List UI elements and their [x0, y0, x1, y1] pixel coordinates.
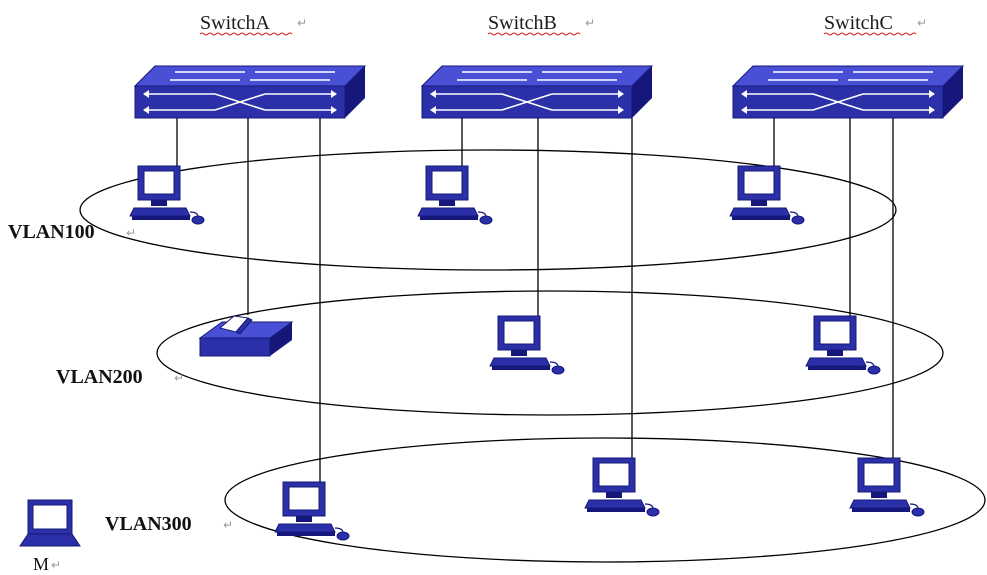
- switchb-label: SwitchB: [488, 12, 557, 34]
- vlan200-label: VLAN200: [56, 366, 143, 388]
- mobile-host-label: M: [33, 554, 49, 574]
- computer-icon: [417, 165, 493, 225]
- switcha-label: SwitchA: [200, 12, 271, 34]
- computer-icon: [849, 457, 925, 517]
- computer-icon: [129, 165, 205, 225]
- switchb-icon: [421, 65, 653, 119]
- vlan100-label: VLAN100: [8, 221, 95, 243]
- vlan100-ellipse: [79, 149, 897, 271]
- computer-icon: [489, 315, 565, 375]
- vlan200-ellipse: [156, 290, 944, 416]
- paragraph-mark-icon: ↵: [223, 518, 233, 532]
- paragraph-mark-icon: ↵: [297, 16, 307, 30]
- computer-icon: [729, 165, 805, 225]
- printer-icon: [199, 315, 293, 357]
- switchc-icon: [732, 65, 964, 119]
- laptop-icon: [19, 499, 81, 547]
- computer-icon: [274, 481, 350, 541]
- paragraph-mark-icon: ↵: [51, 558, 61, 572]
- switcha-icon: [134, 65, 366, 119]
- vlan300-label: VLAN300: [105, 513, 192, 535]
- computer-icon: [584, 457, 660, 517]
- switchc-label: SwitchC: [824, 12, 893, 34]
- paragraph-mark-icon: ↵: [126, 226, 136, 240]
- computer-icon: [805, 315, 881, 375]
- vlan300-ellipse: [224, 437, 986, 563]
- paragraph-mark-icon: ↵: [585, 16, 595, 30]
- paragraph-mark-icon: ↵: [917, 16, 927, 30]
- paragraph-mark-icon: ↵: [174, 371, 184, 385]
- link-lines: [176, 118, 894, 482]
